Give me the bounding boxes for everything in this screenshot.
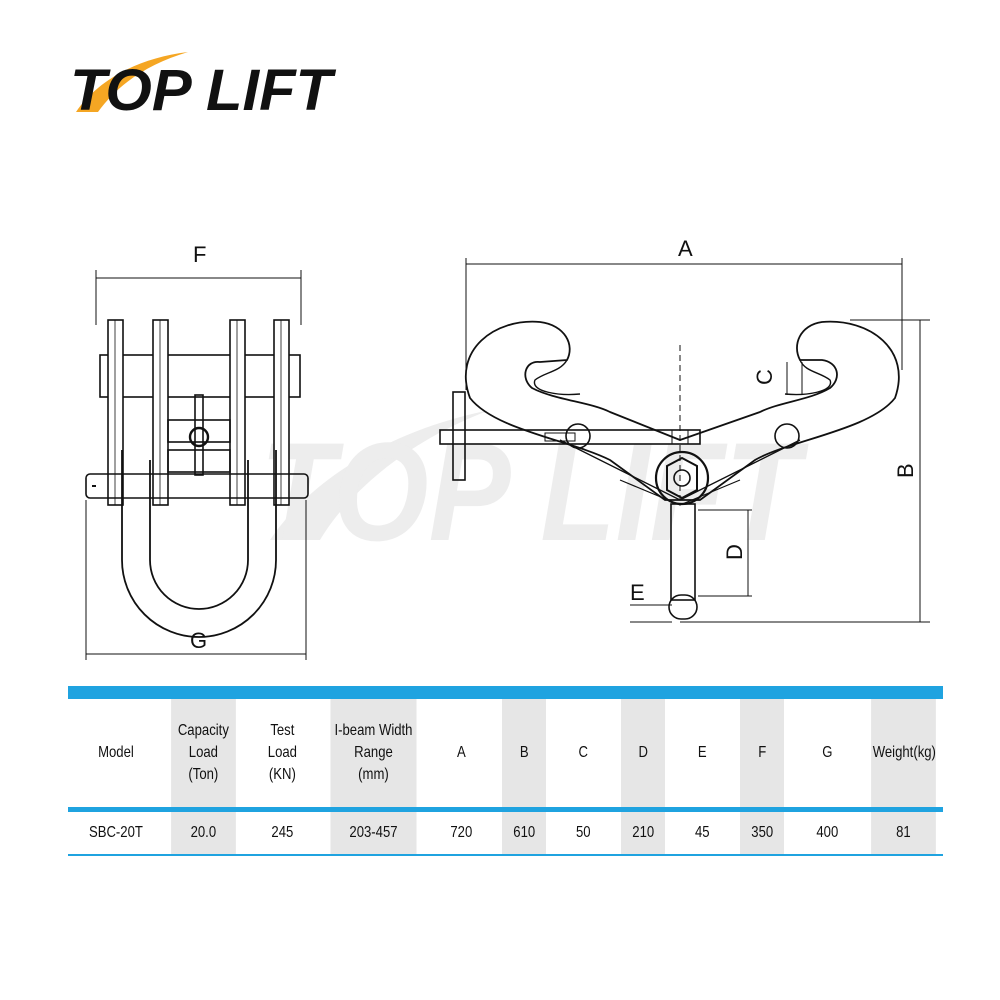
cell-c: 50	[576, 824, 591, 841]
logo-wordmark: TOP LIFT	[70, 58, 337, 120]
header-g: G	[821, 744, 832, 761]
side-view: A B C D	[439, 236, 930, 623]
logo-swoosh	[76, 52, 188, 112]
cell-a: 720	[450, 824, 473, 841]
technical-drawing: F G A B	[85, 236, 930, 660]
top-lift-logo: TOP LIFT	[70, 52, 337, 120]
header-weight: Weight(kg)	[871, 699, 936, 807]
header-d: D	[620, 699, 666, 807]
dim-label-f: F	[193, 242, 206, 267]
table-top-bar	[68, 686, 943, 699]
table-row: SBC-20T 20.0 245 203-457 720 610 50 210 …	[68, 812, 943, 854]
dim-label-d: D	[722, 544, 747, 560]
table-bottom-bar	[68, 854, 943, 856]
front-view: F G	[85, 242, 309, 660]
header-b: B	[501, 699, 547, 807]
table-header-row: Model Capacity Load (Ton) Test Load (KN)…	[68, 699, 943, 807]
header-e: E	[698, 744, 708, 761]
header-test-load: Test Load (KN)	[267, 722, 297, 783]
cell-d: 210	[620, 812, 666, 854]
dim-label-e: E	[630, 580, 645, 605]
header-c: C	[578, 744, 589, 761]
dim-label-b: B	[893, 463, 918, 478]
cell-weight: 81	[871, 812, 936, 854]
header-a: A	[457, 744, 466, 761]
header-model: Model	[98, 744, 134, 761]
cell-model: SBC-20T	[88, 824, 143, 841]
spec-table: Model Capacity Load (Ton) Test Load (KN)…	[68, 686, 943, 856]
table-separator-bar	[68, 807, 943, 812]
cell-g: 400	[815, 824, 838, 841]
header-capacity-load: Capacity Load (Ton)	[170, 699, 236, 807]
cell-f: 350	[739, 812, 785, 854]
cell-e: 45	[695, 824, 711, 841]
header-f: F	[739, 699, 785, 807]
dim-label-c: C	[752, 369, 777, 385]
dim-label-g: G	[190, 628, 207, 653]
cell-capacity-load: 20.0	[170, 812, 236, 854]
cell-test-load: 245	[270, 824, 293, 841]
cell-b: 610	[501, 812, 547, 854]
header-ibeam-width: I-beam Width Range (mm)	[330, 699, 417, 807]
cell-ibeam-width: 203-457	[330, 812, 417, 854]
dim-label-a: A	[678, 236, 693, 261]
